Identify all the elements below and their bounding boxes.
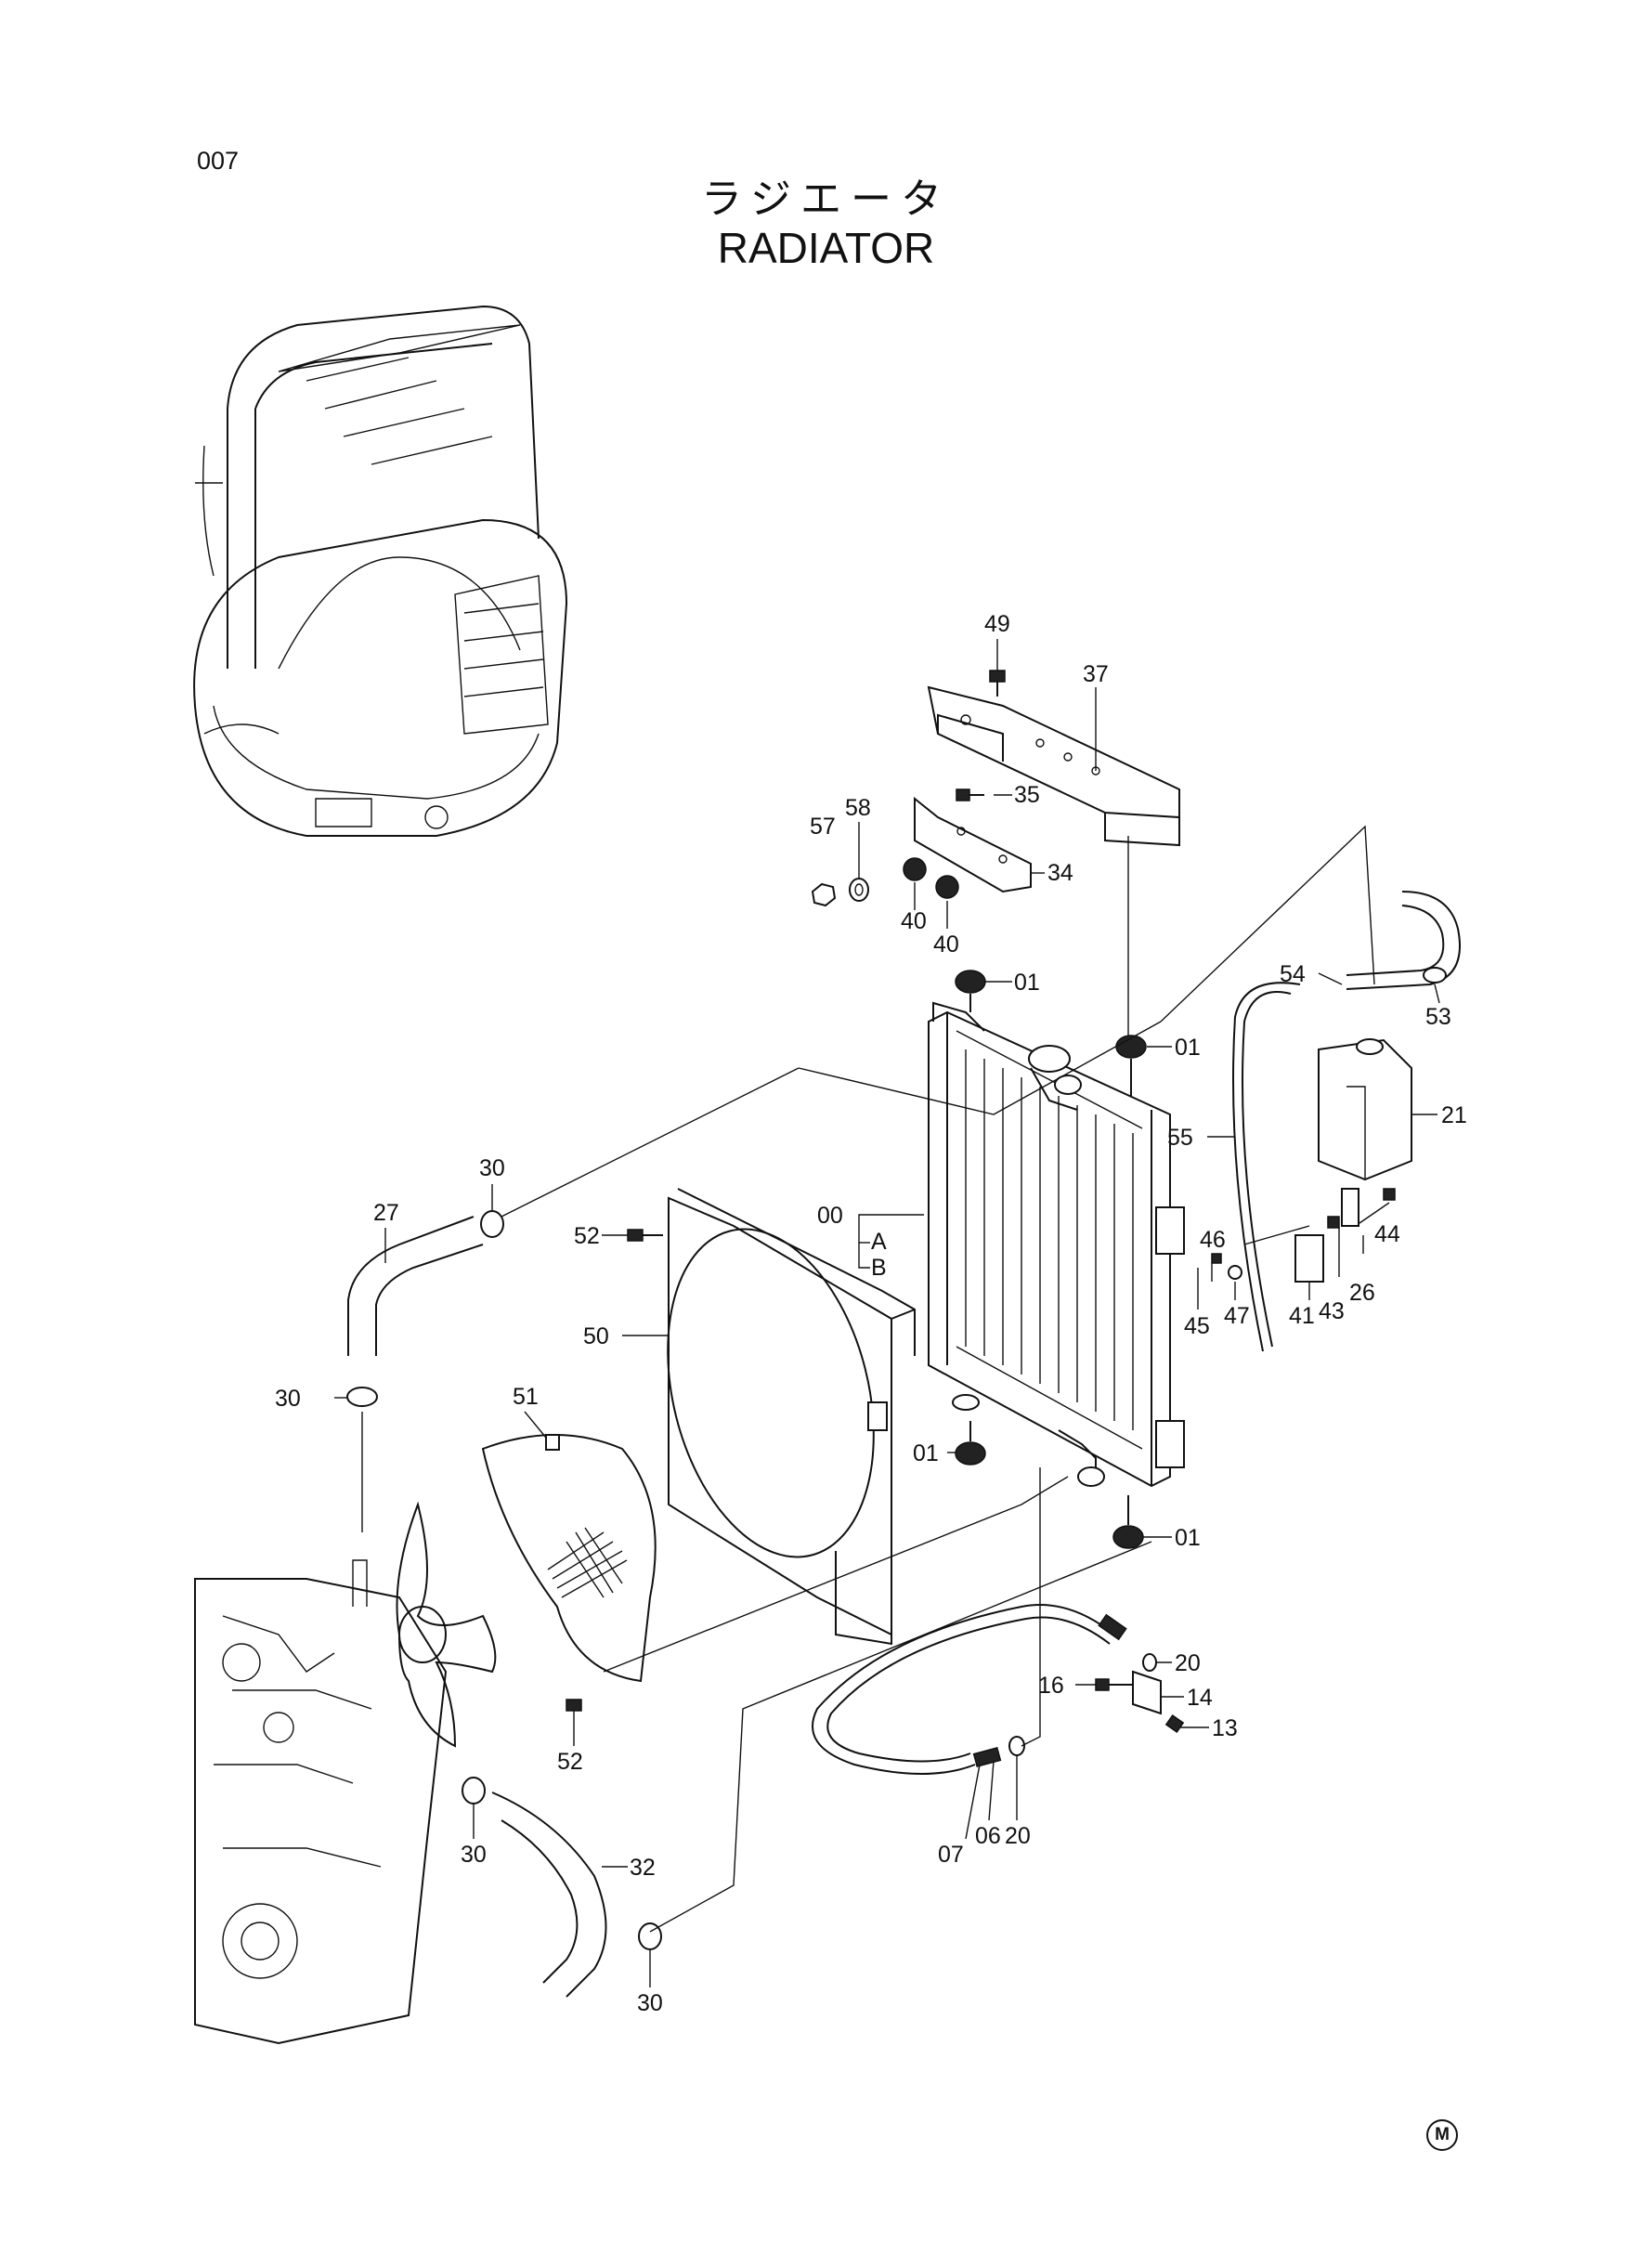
- callout-43: 43: [1319, 1298, 1345, 1324]
- callout-40-b: 40: [933, 932, 959, 958]
- callout-16: 16: [1038, 1673, 1064, 1699]
- rubber-mount-part-01: [955, 970, 1147, 1549]
- page-number: 007: [197, 147, 240, 175]
- callout-54: 54: [1280, 961, 1306, 987]
- page-title-english: RADIATOR: [717, 224, 935, 272]
- lower-radiator-hose-part-32: [462, 1777, 662, 1998]
- callout-44: 44: [1374, 1221, 1400, 1247]
- callout-01-bottom-right: 01: [1175, 1525, 1201, 1551]
- callout-40-a: 40: [901, 908, 927, 934]
- callout-01-top-right: 01: [1175, 1035, 1201, 1061]
- engine-illustration: [194, 1501, 497, 2045]
- callout-00: 00: [817, 1203, 843, 1229]
- fan-guard-part-51: [481, 1434, 657, 1683]
- callout-21: 21: [1441, 1102, 1467, 1128]
- part-callouts: 49 37 58 35 57 34 40 40 01 01 54 53 55 2…: [275, 611, 1467, 2016]
- callout-07: 07: [938, 1842, 964, 1868]
- callout-41: 41: [1289, 1303, 1315, 1329]
- callout-13: 13: [1212, 1715, 1238, 1741]
- callout-01-bottom-left: 01: [913, 1440, 939, 1466]
- fan-shroud-part-50: [566, 1188, 916, 1712]
- callout-50: 50: [583, 1323, 609, 1349]
- callout-26: 26: [1349, 1280, 1375, 1306]
- callout-32: 32: [630, 1855, 656, 1881]
- callout-20-bottom: 20: [1005, 1823, 1031, 1849]
- callout-46: 46: [1200, 1227, 1226, 1253]
- hose-part-53: [1346, 891, 1461, 990]
- assembly-connection-lines: [361, 825, 1375, 1933]
- radiator-core-part-00: [928, 1001, 1185, 1488]
- callout-35: 35: [1014, 782, 1040, 808]
- drain-hose-part-07: [812, 1604, 1127, 1775]
- side-bracket-part-34: [811, 788, 1032, 907]
- callout-30-bottom: 30: [637, 1990, 663, 2016]
- callout-30-top: 30: [479, 1155, 505, 1181]
- excavator-overview-illustration: [193, 305, 568, 837]
- callout-52-top: 52: [574, 1223, 600, 1249]
- callout-14: 14: [1187, 1685, 1213, 1711]
- callout-55: 55: [1167, 1125, 1193, 1151]
- upper-bracket-part-37: [927, 670, 1180, 847]
- callout-27: 27: [373, 1200, 399, 1226]
- callout-30-lower: 30: [461, 1842, 487, 1868]
- callout-30-left: 30: [275, 1386, 301, 1412]
- callout-variant-b: B: [871, 1255, 887, 1281]
- callout-53: 53: [1425, 1004, 1451, 1030]
- callout-52-bottom: 52: [557, 1749, 583, 1775]
- callout-06: 06: [975, 1823, 1001, 1849]
- manufacturer-mark: M: [1426, 2119, 1458, 2151]
- drain-cock-part-14: [1095, 1653, 1185, 1733]
- callout-37: 37: [1083, 661, 1109, 687]
- callout-47: 47: [1224, 1303, 1250, 1329]
- callout-45: 45: [1184, 1313, 1210, 1339]
- callout-34: 34: [1047, 860, 1073, 886]
- callout-49: 49: [984, 611, 1010, 637]
- page-title-japanese: ラジエータ: [700, 176, 952, 223]
- callout-variant-a: A: [871, 1229, 887, 1255]
- callout-leader-lines: [334, 639, 1440, 1987]
- callout-57: 57: [810, 814, 836, 840]
- callout-51: 51: [513, 1384, 539, 1410]
- overflow-hose-part-55: [1232, 982, 1301, 1352]
- callout-58: 58: [845, 795, 871, 821]
- callout-20-top: 20: [1175, 1650, 1201, 1676]
- upper-radiator-hose-part-27: [346, 1210, 504, 1407]
- callout-01-top-left: 01: [1014, 970, 1040, 996]
